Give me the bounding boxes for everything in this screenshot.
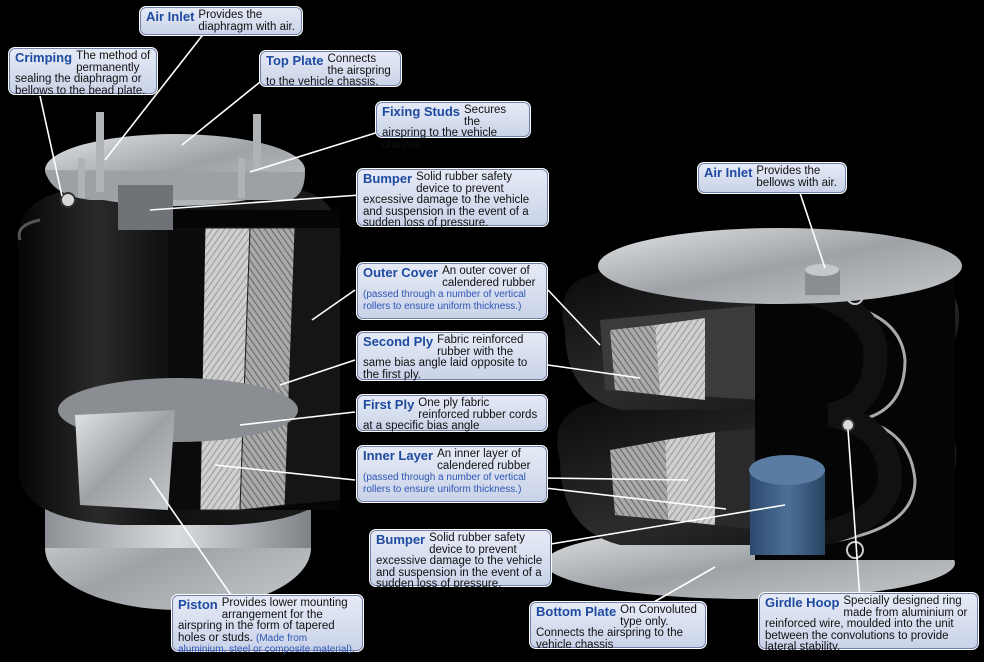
callout-title: Inner Layer (363, 448, 434, 463)
convoluted-airspring (545, 228, 962, 599)
callout-text: Secures the airspring to the vehicle cha… (382, 104, 507, 151)
callout-air-inlet-right: Air Inlet Provides the bellows with air. (697, 162, 847, 194)
callout-note: (Made from aluminium, steel or composite… (178, 632, 355, 656)
callout-title: Air Inlet (146, 9, 195, 24)
callout-note: (passed through a number of vertical rol… (363, 472, 526, 495)
callout-text: Connects the airspring to the vehicle ch… (266, 53, 391, 88)
callout-note: (passed through a number of vertical rol… (363, 289, 526, 312)
callout-text: Fabric reinforced rubber with the same b… (363, 334, 528, 381)
rolling-lobe-airspring (17, 112, 341, 610)
callout-bumper-top: Bumper Solid rubber safety device to pre… (356, 168, 549, 229)
callout-title: Piston (178, 597, 218, 612)
callout-text: The method of permanently sealing the di… (15, 50, 151, 97)
callout-fixing-studs: Fixing Studs Secures the airspring to th… (375, 101, 531, 150)
callout-text: Provides lower mounting arrangement for … (178, 597, 348, 644)
callout-bumper-bottom: Bumper Solid rubber safety device to pre… (369, 529, 552, 590)
callout-title: Second Ply (363, 334, 434, 349)
callout-text: Provides the diaphragm with air. (198, 9, 295, 33)
callout-crimping: Crimping The method of permanently seali… (8, 47, 158, 97)
callout-outer-cover: Outer Cover An outer cover of calendered… (356, 262, 548, 320)
leader-lines (39, 31, 861, 611)
callout-title: Fixing Studs (382, 104, 460, 119)
callout-text: On Convoluted type only. Connects the ai… (536, 604, 697, 651)
callout-air-inlet-top: Air Inlet Provides the diaphragm with ai… (139, 6, 303, 36)
callout-text: An outer cover of calendered rubber (442, 265, 536, 289)
callout-title: Outer Cover (363, 265, 439, 280)
callout-text: Solid rubber safety device to prevent ex… (376, 532, 543, 590)
callout-bottom-plate: Bottom Plate On Convoluted type only. Co… (529, 601, 707, 651)
callout-title: Bottom Plate (536, 604, 617, 619)
callout-title: First Ply (363, 397, 415, 412)
callout-title: Girdle Hoop (765, 595, 840, 610)
callout-second-ply: Second Ply Fabric reinforced rubber with… (356, 331, 548, 381)
callout-girdle-hoop: Girdle Hoop Specially designed ring made… (758, 592, 979, 653)
callout-text: Provides the bellows with air. (756, 165, 837, 189)
callout-title: Bumper (376, 532, 426, 547)
callout-title: Air Inlet (704, 165, 753, 180)
callout-first-ply: First Ply One ply fabric reinforced rubb… (356, 394, 548, 432)
callout-inner-layer: Inner Layer An inner layer of calendered… (356, 445, 548, 503)
callout-piston: Piston Provides lower mounting arrangeme… (171, 594, 364, 655)
callout-title: Top Plate (266, 53, 324, 68)
callout-top-plate: Top Plate Connects the airspring to the … (259, 50, 402, 88)
callout-text: An inner layer of calendered rubber (437, 448, 531, 472)
callout-text: One ply fabric reinforced rubber cords a… (363, 397, 538, 432)
callout-text: Specially designed ring made from alumin… (765, 595, 968, 653)
callout-title: Bumper (363, 171, 413, 186)
callout-text: Solid rubber safety device to prevent ex… (363, 171, 530, 229)
callout-title: Crimping (15, 50, 73, 65)
